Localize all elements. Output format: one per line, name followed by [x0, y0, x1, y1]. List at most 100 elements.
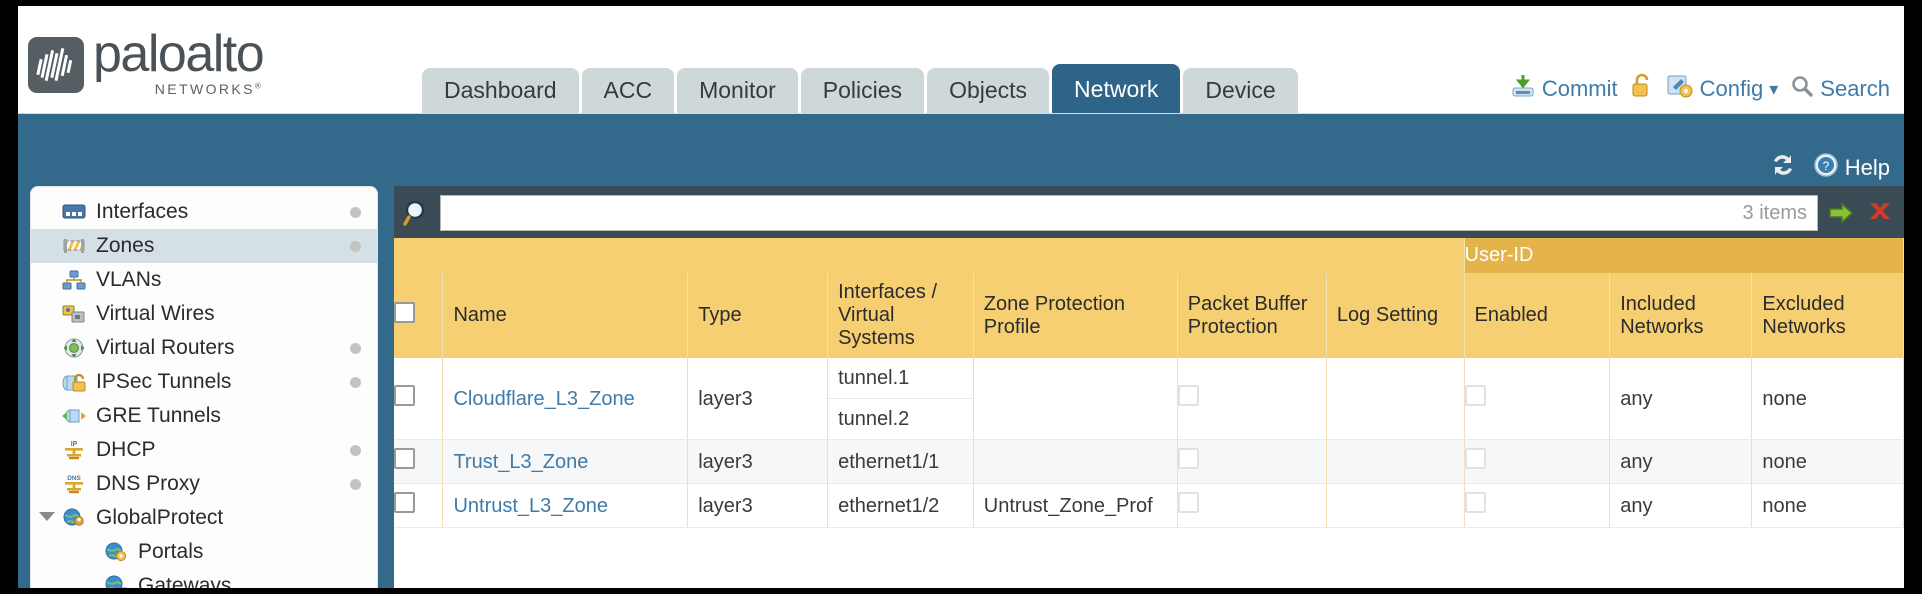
select-all-header[interactable] [394, 273, 444, 358]
ipsec-tunnels-icon [61, 371, 87, 393]
sidebar-item-label: Gateways [138, 574, 232, 588]
refresh-icon [1769, 152, 1797, 184]
interface-item: tunnel.1 [828, 358, 973, 399]
zone-link[interactable]: Cloudflare_L3_Zone [453, 387, 635, 410]
cell-packet-buffer-protection[interactable] [1177, 483, 1327, 528]
sidebar-item-zones[interactable]: Zones [31, 229, 377, 263]
table-row[interactable]: Trust_L3_Zone layer3 ethernet1/1 any non… [394, 439, 1904, 484]
svg-text:?: ? [1822, 159, 1829, 173]
search-icon[interactable] [402, 198, 432, 228]
row-checkbox[interactable] [394, 448, 415, 469]
sidebar-item-virtual-routers[interactable]: Virtual Routers [31, 331, 377, 365]
col-header-interfaces[interactable]: Interfaces / Virtual Systems [827, 273, 974, 358]
select-all-checkbox[interactable] [394, 302, 415, 323]
refresh-button[interactable] [1769, 152, 1797, 184]
cell-included-networks: any [1609, 439, 1753, 484]
logo-wordmark: paloalto [93, 25, 265, 83]
zone-link[interactable]: Untrust_L3_Zone [453, 494, 608, 517]
tab-acc[interactable]: ACC [581, 68, 675, 113]
clear-filter-button[interactable] [1864, 198, 1894, 228]
info-dot-icon[interactable] [350, 445, 361, 456]
tab-network[interactable]: Network [1052, 64, 1181, 113]
zones-table: User-ID Name Type Interfaces / Virtual S… [394, 238, 1904, 528]
sidebar-item-dns-proxy[interactable]: DNS DNS Proxy [31, 467, 377, 501]
sidebar-item-gre-tunnels[interactable]: GRE Tunnels [31, 399, 377, 433]
info-dot-icon[interactable] [350, 241, 361, 252]
cell-packet-buffer-protection[interactable] [1177, 358, 1327, 440]
commit-button[interactable]: Commit [1510, 73, 1618, 105]
sidebar-item-ipsec-tunnels[interactable]: IPSec Tunnels [31, 365, 377, 399]
sidebar-item-portals[interactable]: Portals [31, 535, 377, 569]
row-select-cell[interactable] [394, 483, 444, 528]
interface-item: tunnel.2 [838, 408, 910, 430]
col-header-included-networks[interactable]: Included Networks [1609, 273, 1753, 358]
sidebar-item-label: Interfaces [96, 200, 189, 223]
search-button[interactable]: Search [1790, 74, 1890, 104]
user-id-enabled-checkbox[interactable] [1464, 385, 1486, 406]
cell-user-id-enabled[interactable] [1464, 358, 1611, 440]
table-row[interactable]: Untrust_L3_Zone layer3 ethernet1/2 Untru… [394, 483, 1904, 528]
cell-log-setting [1326, 439, 1465, 484]
sidebar-item-label: VLANs [96, 268, 162, 291]
sidebar-item-virtual-wires[interactable]: Virtual Wires [31, 297, 377, 331]
col-header-log-setting[interactable]: Log Setting [1326, 273, 1465, 358]
row-select-cell[interactable] [394, 358, 444, 440]
item-count-label: 3 items [1742, 201, 1807, 224]
zone-link[interactable]: Trust_L3_Zone [453, 450, 589, 473]
sidebar-item-interfaces[interactable]: Interfaces [31, 195, 377, 229]
col-header-name[interactable]: Name [442, 273, 689, 358]
row-select-cell[interactable] [394, 439, 444, 484]
cell-interfaces: tunnel.1 tunnel.2 [827, 358, 974, 440]
packet-buffer-protection-checkbox[interactable] [1177, 385, 1199, 406]
cell-name[interactable]: Untrust_L3_Zone [442, 483, 689, 528]
cell-packet-buffer-protection[interactable] [1177, 439, 1327, 484]
apply-filter-button[interactable] [1826, 198, 1856, 228]
tab-policies[interactable]: Policies [800, 68, 925, 113]
col-header-excluded-networks[interactable]: Excluded Networks [1751, 273, 1904, 358]
cell-included-networks: any [1609, 358, 1753, 440]
sidebar-item-dhcp[interactable]: IP DHCP [31, 433, 377, 467]
chevron-down-icon[interactable] [39, 512, 55, 521]
info-dot-icon[interactable] [350, 343, 361, 354]
row-checkbox[interactable] [394, 385, 415, 406]
sidebar-item-label: GRE Tunnels [96, 404, 221, 427]
user-id-enabled-checkbox[interactable] [1464, 492, 1486, 513]
cell-name[interactable]: Trust_L3_Zone [442, 439, 689, 484]
sidebar-item-label: Zones [96, 234, 155, 257]
cell-included-networks: any [1609, 483, 1753, 528]
table-row[interactable]: Cloudflare_L3_Zone layer3 tunnel.1 tunne… [394, 358, 1904, 440]
sidebar-item-globalprotect[interactable]: GlobalProtect [31, 501, 377, 535]
tab-monitor[interactable]: Monitor [677, 68, 798, 113]
cell-type: layer3 [687, 439, 829, 484]
col-header-enabled[interactable]: Enabled [1464, 273, 1611, 358]
config-button[interactable]: Config ▾ [1666, 73, 1778, 105]
unlock-button[interactable] [1630, 73, 1654, 105]
cell-user-id-enabled[interactable] [1464, 439, 1611, 484]
help-button[interactable]: ? Help [1813, 152, 1890, 184]
sidebar-item-label: Portals [138, 540, 204, 563]
search-input[interactable]: 3 items [440, 195, 1818, 231]
info-dot-icon[interactable] [350, 479, 361, 490]
commit-label: Commit [1541, 76, 1618, 101]
col-header-packet-buffer-protection[interactable]: Packet Buffer Protection [1177, 273, 1327, 358]
row-checkbox[interactable] [394, 492, 415, 513]
cell-user-id-enabled[interactable] [1464, 483, 1611, 528]
cell-name[interactable]: Cloudflare_L3_Zone [442, 358, 689, 440]
user-id-enabled-checkbox[interactable] [1464, 448, 1486, 469]
col-header-zone-protection-profile[interactable]: Zone Protection Profile [973, 273, 1178, 358]
info-dot-icon[interactable] [350, 207, 361, 218]
tab-objects[interactable]: Objects [927, 68, 1050, 113]
tab-device[interactable]: Device [1183, 68, 1298, 113]
col-header-type[interactable]: Type [687, 273, 829, 358]
sidebar-item-gateways[interactable]: Gateways [31, 569, 377, 588]
packet-buffer-protection-checkbox[interactable] [1177, 448, 1199, 469]
tab-dashboard[interactable]: Dashboard [422, 68, 579, 113]
virtual-routers-icon [61, 337, 87, 359]
info-dot-icon[interactable] [350, 377, 361, 388]
packet-buffer-protection-checkbox[interactable] [1177, 492, 1199, 513]
sidebar-item-label: GlobalProtect [96, 506, 224, 529]
main-tabs: Dashboard ACC Monitor Policies Objects N… [422, 64, 1298, 113]
sidebar-item-vlans[interactable]: VLANs [31, 263, 377, 297]
zones-icon [61, 235, 87, 257]
virtual-wires-icon [61, 303, 87, 325]
